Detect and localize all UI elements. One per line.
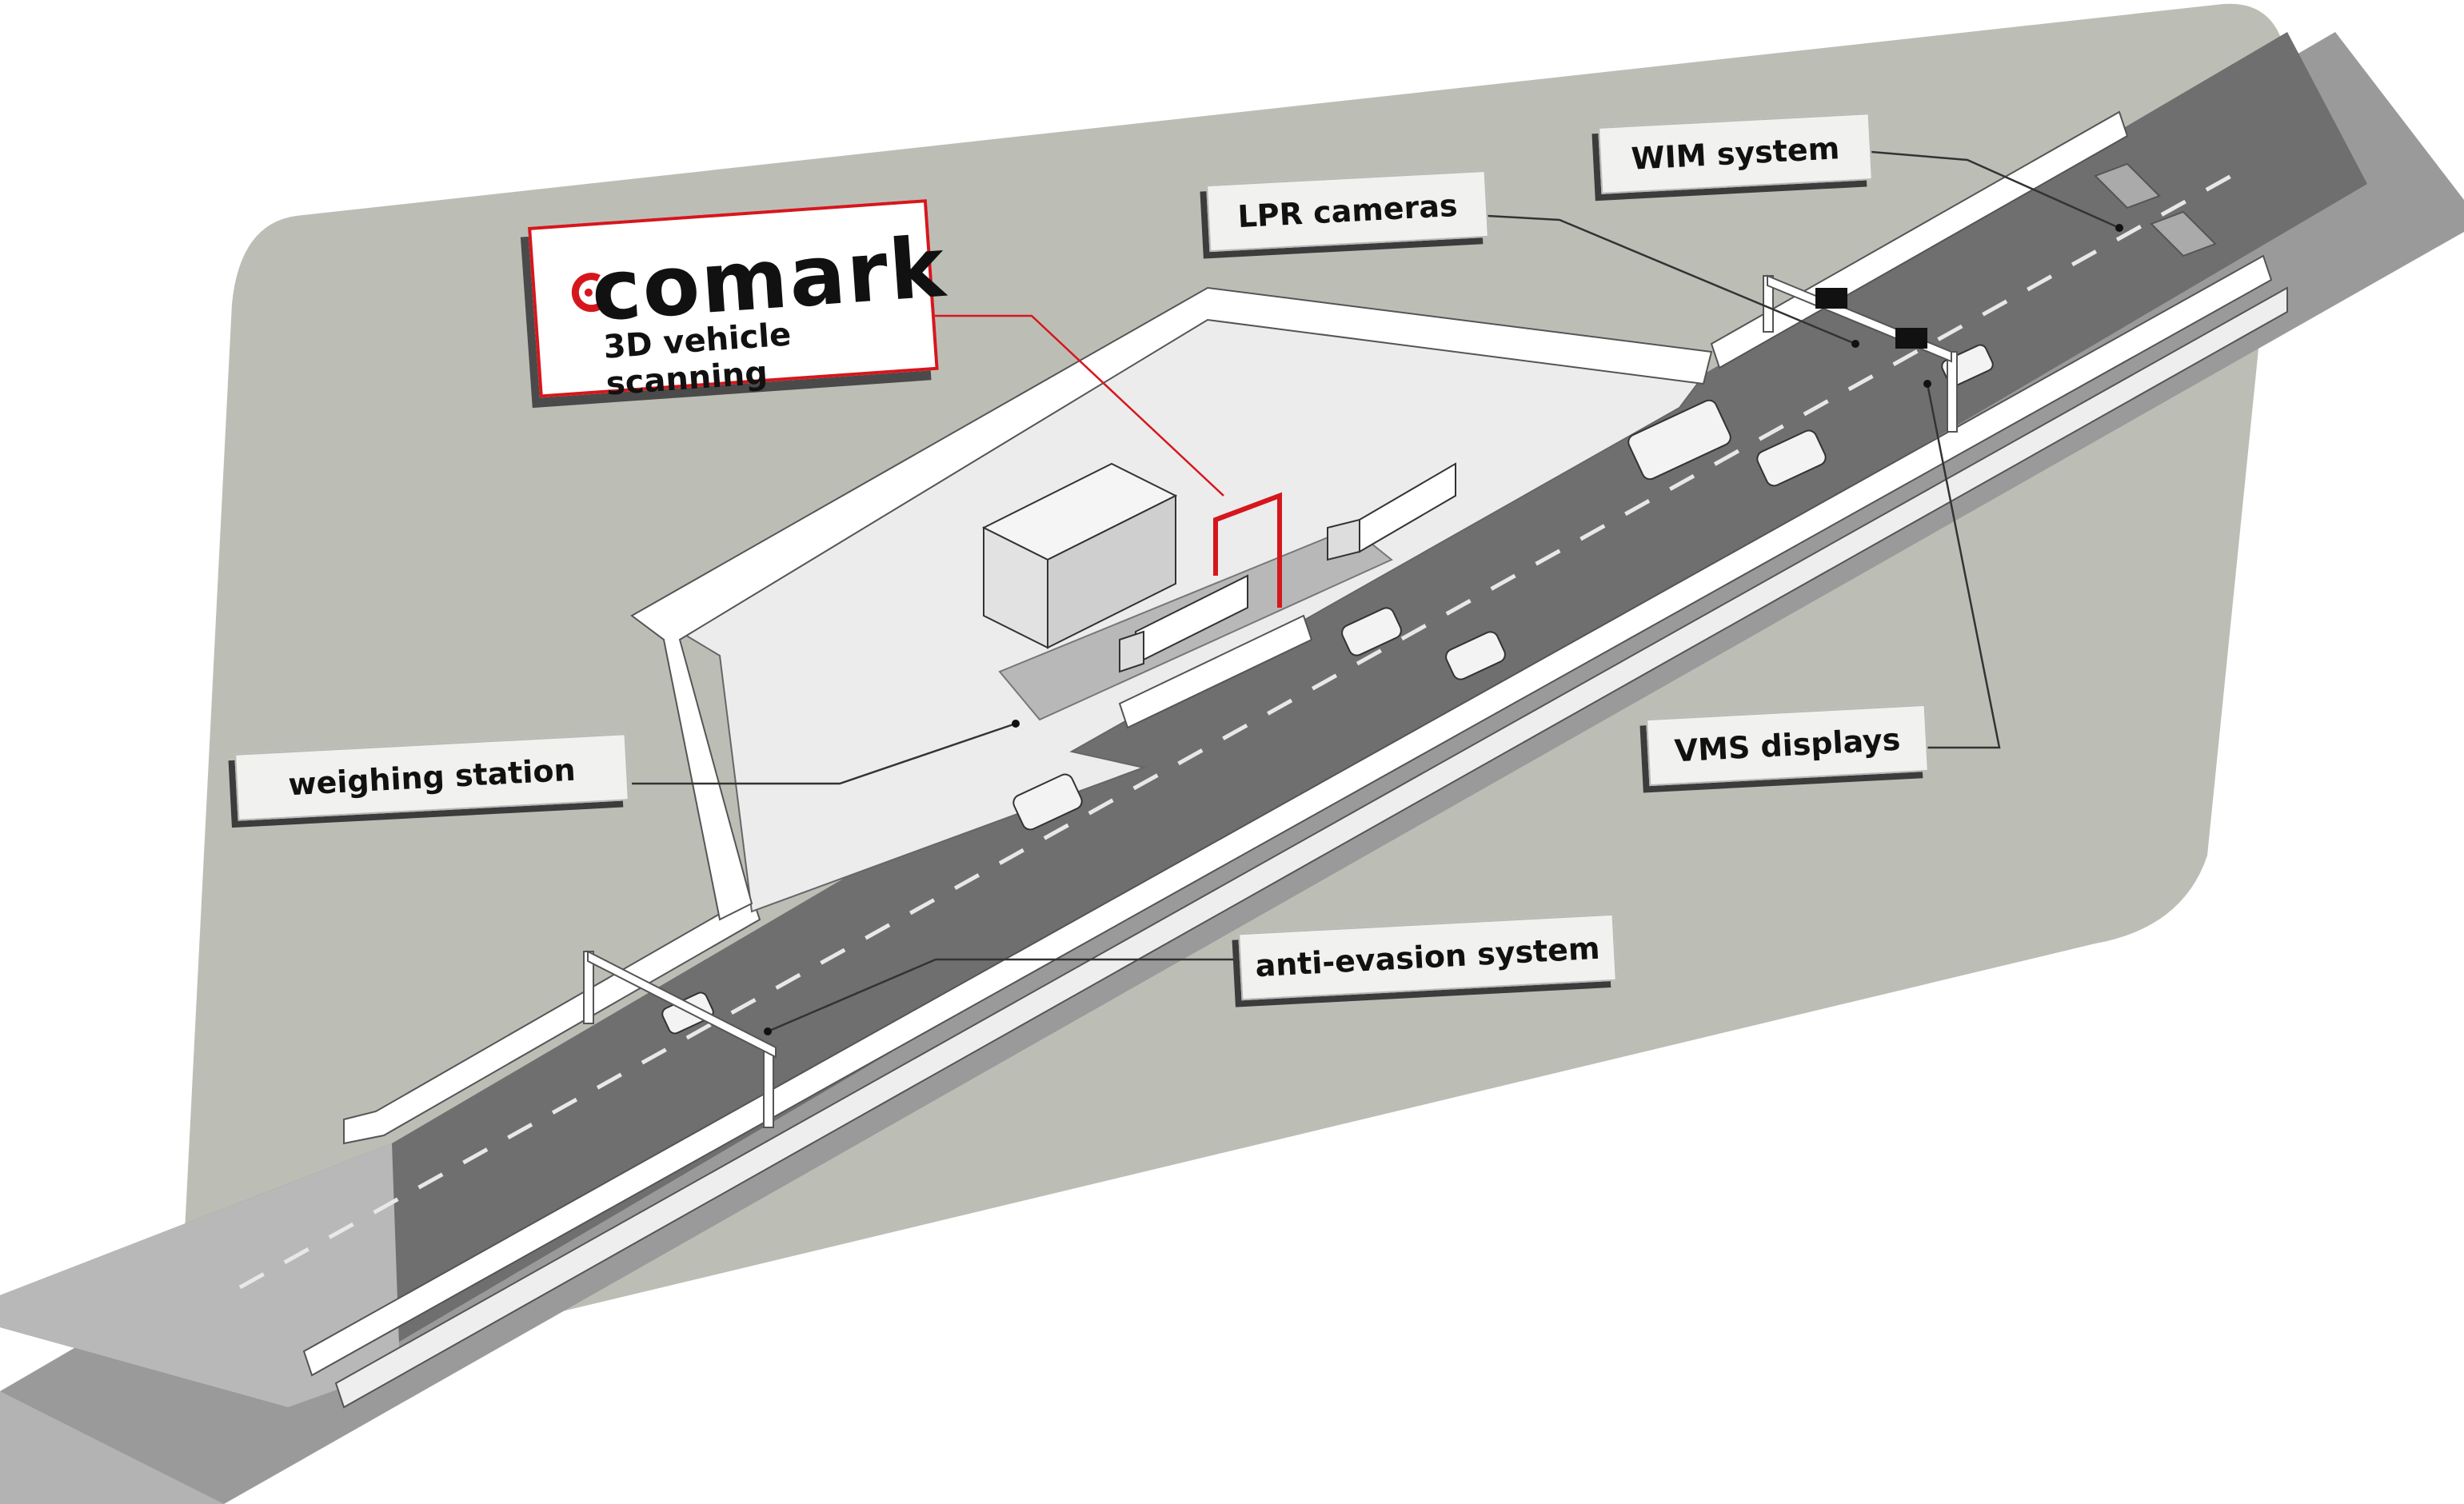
lane-dashes: [238, 174, 2233, 1290]
road-edge-light: [0, 1391, 224, 1504]
truck-scanning: [1119, 574, 1248, 673]
guardrail-bottom-inner: [334, 286, 2288, 1409]
guardrail-top: [343, 894, 761, 1145]
comark-arc-icon: [571, 273, 603, 313]
station-barrier: [1118, 614, 1313, 729]
station-wall: [630, 286, 1713, 921]
road-surface-light: [0, 1143, 400, 1407]
road-surface: [0, 32, 2367, 1407]
label-wim-system: WIM system: [1598, 113, 1873, 194]
leader-dots: [764, 224, 2123, 1035]
vms-display-icons: [1815, 288, 1927, 349]
logo-leader-line: [932, 314, 1224, 497]
truck-parked: [1327, 462, 1456, 561]
station-building: [981, 462, 1178, 649]
wim-sensors: [2094, 162, 2217, 257]
leader-lines: [632, 150, 2120, 1033]
logo-card: comark 3D vehicle scanning: [528, 199, 949, 403]
gantry-anti-evasion: [583, 950, 777, 1128]
scanning-gate: [1213, 492, 1282, 608]
logo-frame: comark 3D vehicle scanning: [528, 199, 949, 403]
guardrail-bottom: [302, 254, 2273, 1377]
cars: [661, 344, 1994, 1035]
